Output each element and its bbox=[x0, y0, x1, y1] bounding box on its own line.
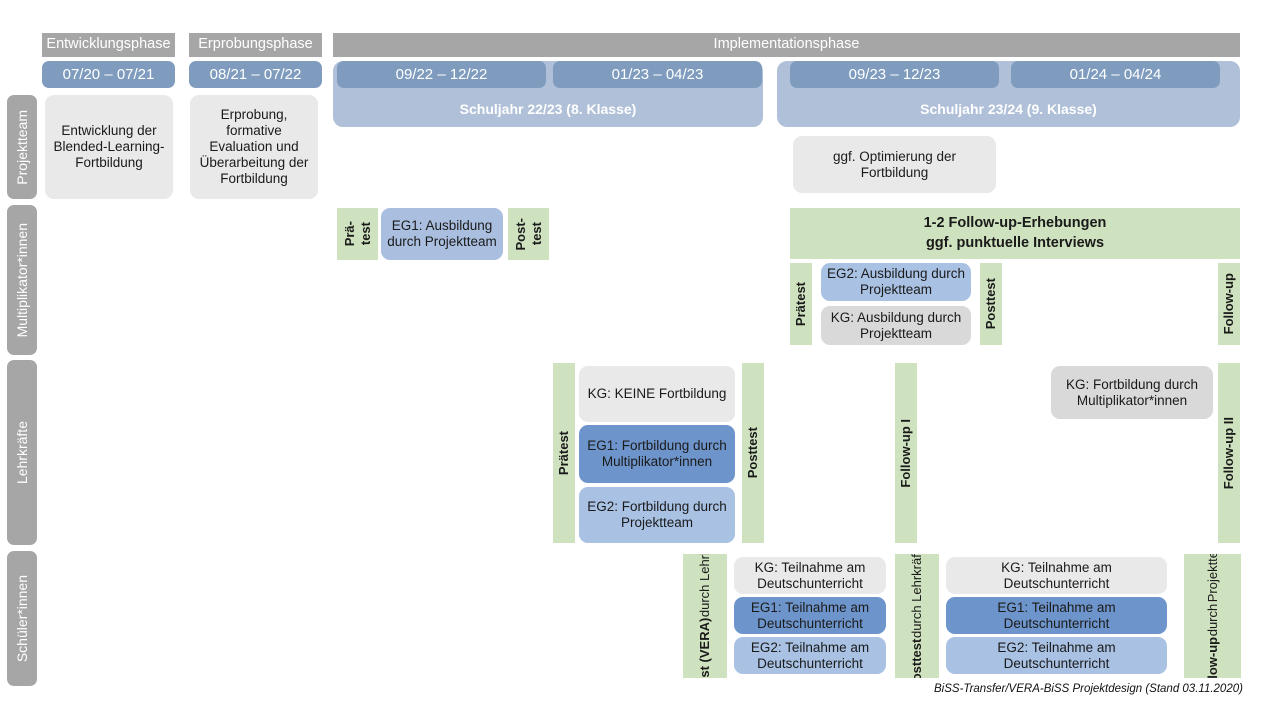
lehrkraefte-followup-1-bar: Follow-up I bbox=[895, 363, 917, 543]
period-chip-0: 07/20 – 07/21 bbox=[42, 61, 175, 88]
projektteam-optimierung-box: ggf. Optimierung der Fortbildung bbox=[793, 136, 996, 193]
multiplikatoren-eg1-box: EG1: Ausbildung durch Projektteam bbox=[381, 208, 503, 260]
phase-header-implementationsphase: Implementationsphase bbox=[333, 33, 1240, 57]
multiplikatoren-followup-bar: Follow-up bbox=[1218, 263, 1240, 345]
schueler-left-eg2-box: EG2: Teilnahme am Deutschunterricht bbox=[734, 637, 886, 674]
multiplikatoren-praetest-right-bar: Prätest bbox=[790, 263, 812, 345]
multiplikatoren-eg2-box: EG2: Ausbildung durch Projektteam bbox=[821, 263, 971, 301]
multiplikatoren-posttest-left-bar: Post- test bbox=[508, 208, 549, 260]
row-label-projektteam: Projektteam bbox=[7, 95, 37, 199]
row-label-schuelerinnen: Schüler*innen bbox=[7, 551, 37, 686]
row-label-lehrkraefte: Lehrkräfte bbox=[7, 360, 37, 545]
period-chip-1: 08/21 – 07/22 bbox=[189, 61, 322, 88]
lehrkraefte-praetest-bar: Prätest bbox=[553, 363, 575, 543]
period-chip-5: 01/24 – 04/24 bbox=[1011, 61, 1220, 88]
schueler-right-eg1-box: EG1: Teilnahme am Deutschunterricht bbox=[946, 597, 1167, 634]
lehrkraefte-eg1-box: EG1: Fortbildung durch Multiplikator*inn… bbox=[579, 425, 735, 483]
schueler-left-eg1-box: EG1: Teilnahme am Deutschunterricht bbox=[734, 597, 886, 634]
footer-caption: BiSS-Transfer/VERA-BiSS Projektdesign (S… bbox=[934, 683, 1243, 695]
schueler-posttest-bar: Posttest durch Lehrkräfte bbox=[895, 554, 939, 678]
schueler-left-kg-box: KG: Teilnahme am Deutschunterricht bbox=[734, 557, 886, 594]
projektteam-erprobung-box: Erprobung, formative Evaluation und Über… bbox=[190, 95, 318, 199]
period-chip-4: 09/23 – 12/23 bbox=[790, 61, 999, 88]
lehrkraefte-kg-fortbildung-box: KG: Fortbildung durch Multiplikator*inne… bbox=[1051, 366, 1213, 419]
period-chip-3: 01/23 – 04/23 bbox=[553, 61, 762, 88]
schueler-praetest-bar: Prätest (VERA) durch Lehrkräfte bbox=[683, 554, 727, 678]
schueler-right-eg2-box: EG2: Teilnahme am Deutschunterricht bbox=[946, 637, 1167, 674]
multiplikatoren-kg-box: KG: Ausbildung durch Projektteam bbox=[821, 306, 971, 345]
phase-header-entwicklungsphase: Entwicklungsphase bbox=[42, 33, 175, 57]
lehrkraefte-eg2-box: EG2: Fortbildung durch Projektteam bbox=[579, 487, 735, 543]
schueler-right-kg-box: KG: Teilnahme am Deutschunterricht bbox=[946, 557, 1167, 594]
projektteam-entwicklung-box: Entwicklung der Blended-Learning-Fortbil… bbox=[45, 95, 173, 199]
lehrkraefte-kg-keine-box: KG: KEINE Fortbildung bbox=[579, 366, 735, 422]
multiplikatoren-followup-banner: 1-2 Follow-up-Erhebungen ggf. punktuelle… bbox=[790, 208, 1240, 259]
lehrkraefte-followup-2-bar: Follow-up II bbox=[1218, 363, 1240, 543]
multiplikatoren-praetest-left-bar: Prä- test bbox=[337, 208, 378, 260]
period-chip-2: 09/22 – 12/22 bbox=[337, 61, 546, 88]
row-label-multiplikatorinnen: Multiplikator*innen bbox=[7, 205, 37, 355]
multiplikatoren-posttest-right-bar: Posttest bbox=[980, 263, 1002, 345]
schueler-followup-bar: Follow-up durch Projektteam bbox=[1184, 554, 1241, 678]
phase-header-erprobungsphase: Erprobungsphase bbox=[189, 33, 322, 57]
lehrkraefte-posttest-bar: Posttest bbox=[742, 363, 764, 543]
